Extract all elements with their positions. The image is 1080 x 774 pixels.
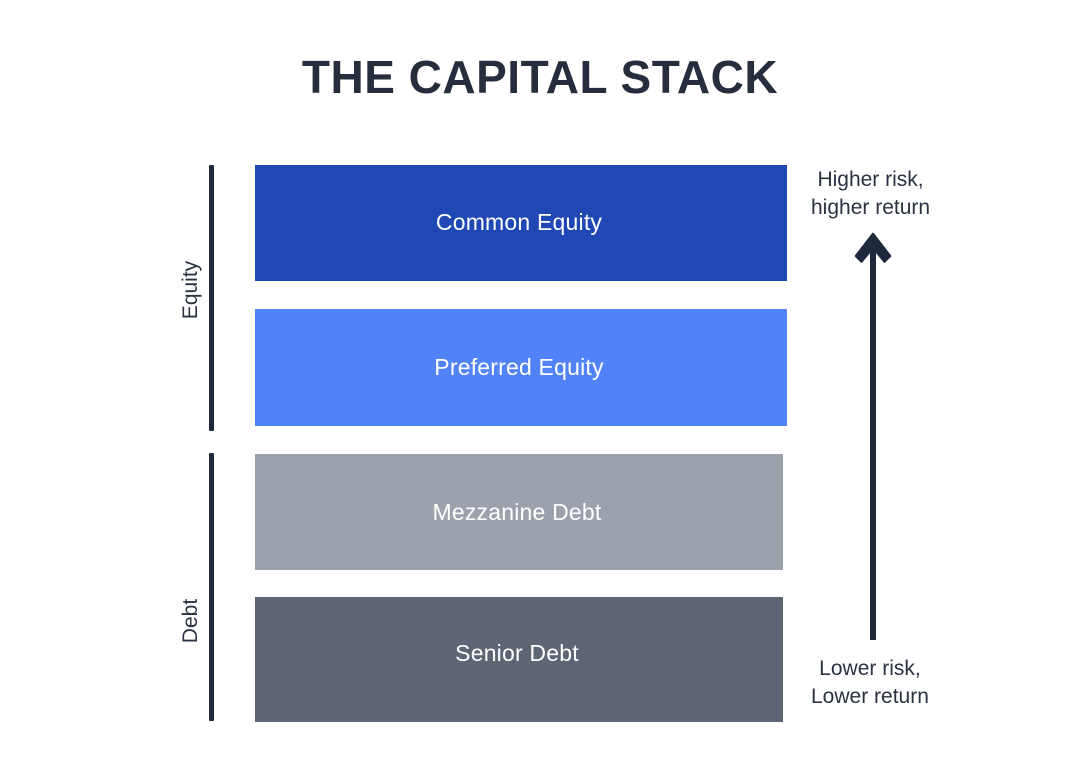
- group-label-equity: Equity: [179, 260, 202, 320]
- stack-layer-label: Senior Debt: [455, 640, 579, 666]
- stack-layer-common-equity[interactable]: Common Equity: [255, 165, 787, 281]
- annotation-line: higher return: [811, 196, 931, 220]
- annotation-line: Lower risk,: [819, 657, 921, 680]
- stack-layer-preferred-equity[interactable]: Preferred Equity: [255, 309, 787, 426]
- group-label-debt: Debt: [179, 598, 202, 644]
- stack-layer-label: Preferred Equity: [434, 354, 604, 380]
- stack-layer-label: Common Equity: [435, 208, 603, 235]
- group-bracket-debt: [209, 453, 214, 721]
- annotation-line: Higher risk,: [817, 168, 924, 191]
- group-bracket-equity: [209, 165, 214, 431]
- page-title: THE CAPITAL STACK: [301, 51, 779, 103]
- annotation-line: Lower return: [811, 685, 929, 709]
- stack-layer-label: Mezzanine Debt: [432, 498, 602, 525]
- annotation-lower-risk: Lower risk, Lower return: [811, 655, 929, 712]
- stack-layer-mezzanine-debt[interactable]: Mezzanine Debt: [255, 454, 783, 570]
- stack-layer-senior-debt[interactable]: Senior Debt: [255, 597, 783, 722]
- up-arrow-icon: [852, 232, 894, 644]
- annotation-higher-risk: Higher risk, higher return: [811, 166, 930, 223]
